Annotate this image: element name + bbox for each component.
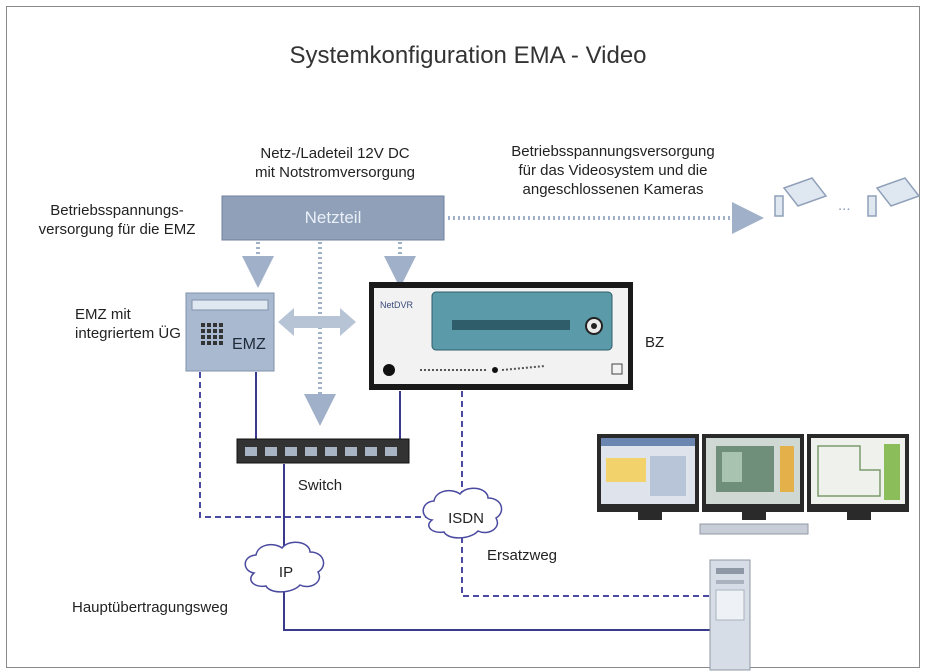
emz-caption-1: EMZ mit xyxy=(75,306,131,323)
ip-label: IP xyxy=(278,564,294,581)
video-supply-caption-1: Betriebsspannungsversorgung xyxy=(511,143,715,160)
camera-icon xyxy=(774,177,828,217)
recorder-badge xyxy=(611,363,623,375)
emz-display xyxy=(191,299,269,311)
switch-ports xyxy=(245,447,397,456)
emz-keypad-icon xyxy=(201,323,223,345)
emz-supply-caption-2: versorgung für die EMZ xyxy=(38,221,196,238)
emz-bz-double-arrow xyxy=(278,308,356,336)
video-supply-caption-3: angeschlossenen Kameras xyxy=(522,181,704,198)
monitor-right xyxy=(807,434,909,520)
isdn-cloud xyxy=(422,487,503,539)
power-supply-label: Netzteil xyxy=(304,208,362,227)
emz-caption-2: integriertem ÜG xyxy=(75,325,181,342)
emz-box-label: EMZ xyxy=(232,336,266,353)
monitor-left xyxy=(597,434,699,520)
ersatzweg-label: Ersatzweg xyxy=(487,547,558,564)
camera-ellipsis: ... xyxy=(838,197,851,214)
camera-icon-2 xyxy=(867,177,921,217)
recorder-power-button xyxy=(383,364,395,376)
recorder-slot xyxy=(452,320,570,330)
network-switch xyxy=(236,438,410,464)
monitor-center xyxy=(702,434,804,520)
main-path-line xyxy=(283,464,710,631)
switch-label: Switch xyxy=(297,477,343,494)
isdn-emz-line xyxy=(199,372,432,518)
recorder-ports xyxy=(420,365,546,371)
keyboard xyxy=(699,523,809,535)
page-title: Systemkonfiguration EMA - Video xyxy=(289,42,647,69)
power-supply-box xyxy=(221,195,445,241)
bz-label: BZ xyxy=(645,334,665,351)
video-supply-caption-2: für das Videosystem und die xyxy=(518,162,708,179)
power-supply-caption-1: Netz-/Ladeteil 12V DC xyxy=(260,145,410,162)
isdn-label: ISDN xyxy=(448,510,484,527)
emz-supply-caption-1: Betriebsspannungs- xyxy=(50,202,184,219)
recorder-brand: NetDVR xyxy=(380,300,414,310)
recorder-led-button xyxy=(492,367,498,373)
hauptweg-label: Hauptübertragungsweg xyxy=(72,599,228,616)
ip-cloud xyxy=(244,541,325,593)
power-supply-caption-2: mit Notstromversorgung xyxy=(254,164,416,181)
ersatzweg-line xyxy=(461,537,710,597)
